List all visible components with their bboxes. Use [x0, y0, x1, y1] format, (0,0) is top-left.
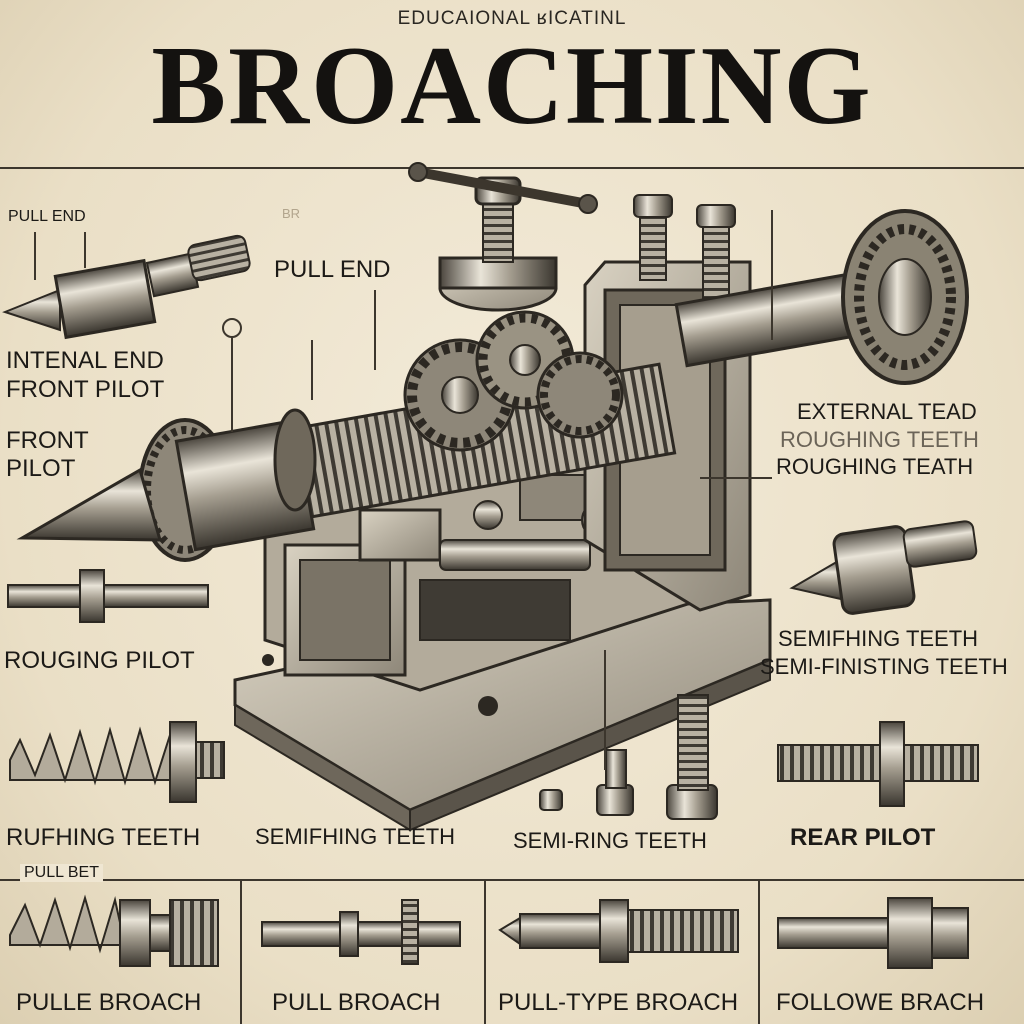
broach-label-4: FOLLOWE BRACH	[776, 989, 985, 1016]
label-pull-end-center: PULL END	[274, 256, 391, 283]
gear-train	[403, 310, 624, 452]
rouging-pilot-part	[7, 569, 209, 623]
broach-label-2: PULL BROACH	[272, 989, 441, 1016]
label-rear-pilot: REAR PILOT	[790, 824, 936, 851]
bottom-cell-divider	[240, 880, 242, 1024]
label-roughing-teeth-a: ROUGHING TEETH	[780, 427, 979, 452]
label-front-pilot-b: FRONT	[6, 427, 89, 454]
front-pilot-assembly	[16, 408, 317, 562]
label-semifinishing-a: SEMIFHING TEETH	[778, 626, 979, 651]
label-semifinishing-b: SEMI-FINISTING TEETH	[760, 654, 1008, 679]
broach-label-3: PULL-TYPE BROACH	[498, 989, 739, 1016]
broach-illustration-1	[9, 894, 219, 967]
label-external-tead: EXTERNAL TEAD	[797, 399, 977, 424]
bottom-section-label: PULL BET	[20, 864, 103, 882]
broach-illustration-4	[777, 897, 969, 969]
bottom-cell-divider	[484, 880, 486, 1024]
header-rule	[0, 167, 1024, 169]
press-handle	[408, 162, 598, 312]
small-bolts	[539, 694, 718, 820]
label-roughing-teeth-b: ROUGHING TEATH	[776, 454, 974, 479]
rear-pilot-part	[777, 721, 979, 807]
label-internal-end: INTENAL END	[6, 347, 164, 374]
rufhing-teeth-part	[9, 721, 225, 803]
label-front-pilot-a: FRONT PILOT	[6, 376, 165, 403]
broach-illustration-3	[498, 899, 739, 963]
pull-end-part	[2, 234, 251, 340]
label-front-pilot-c: PILOT	[6, 455, 76, 482]
label-pull-end-top-left: PULL END	[8, 208, 86, 225]
label-rufhing-teeth: RUFHING TEETH	[6, 824, 201, 851]
broach-label-1: PULLE BROACH	[16, 989, 202, 1016]
bottom-cell-divider	[758, 880, 760, 1024]
label-faint-br: BR	[282, 206, 301, 221]
leader-lines	[34, 210, 773, 770]
label-rouging-pilot: ROUGING PILOT	[4, 647, 195, 674]
bottom-panel-rule	[0, 879, 1024, 881]
label-semifhing-teeth: SEMIFHING TEETH	[255, 824, 456, 849]
label-semi-ring-teeth: SEMI-RING TEETH	[513, 828, 707, 853]
poster-title: BROACHING	[151, 24, 873, 148]
semifinishing-part	[789, 520, 978, 615]
broach-illustration-2	[261, 899, 461, 965]
poster-subtitle: EDUCAIONAL ʁICATINL	[397, 8, 627, 29]
